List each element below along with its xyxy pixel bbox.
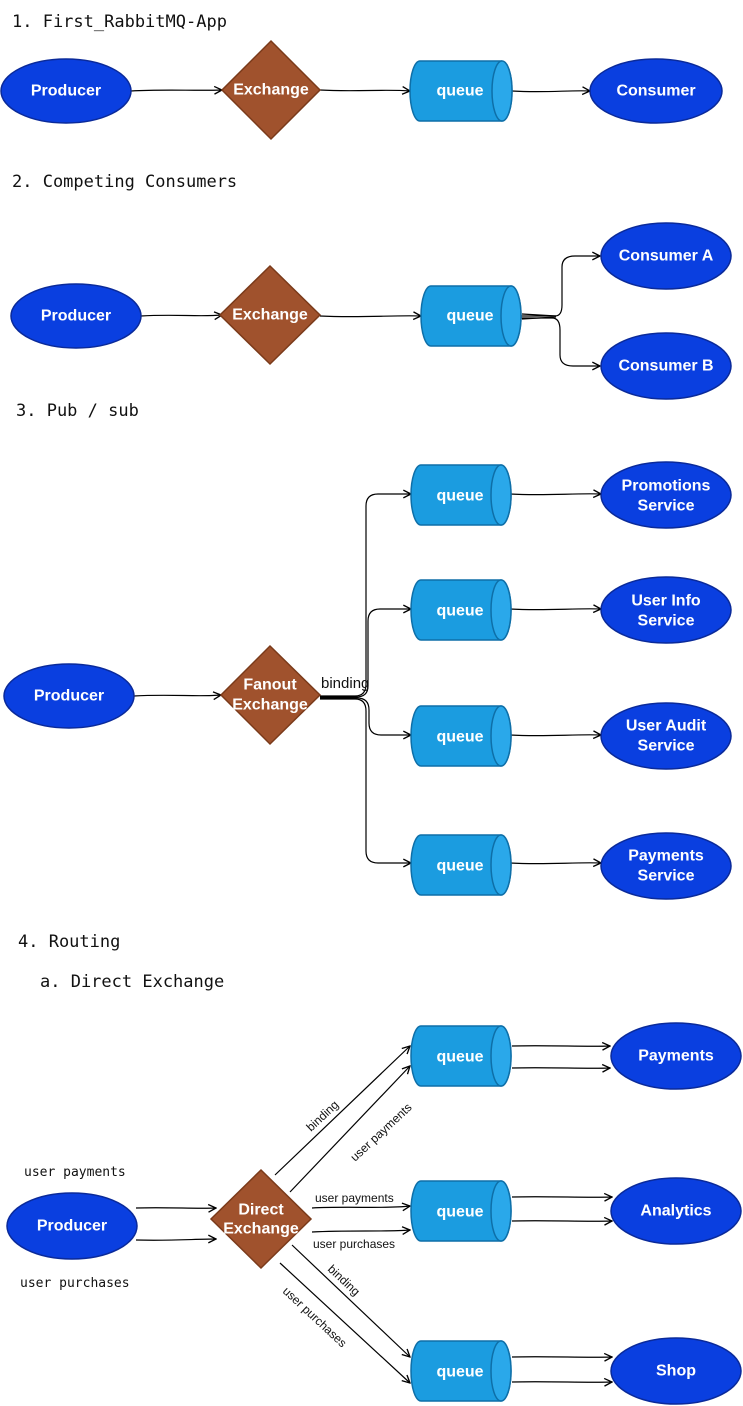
section-title-routing: 4. Routing [18, 932, 120, 952]
queue-label: queue [436, 488, 483, 505]
queue-node: queue [409, 60, 513, 122]
edge-label-user-purchases-analytics: user purchases [313, 1237, 395, 1251]
payments-service-label-line1: Payments [628, 848, 704, 865]
queue-label: queue [436, 729, 483, 746]
edge-label-user-payments-analytics: user payments [315, 1191, 394, 1205]
edges-section-1 [130, 90, 590, 92]
section-title-first-app: 1. First_RabbitMQ-App [12, 12, 227, 32]
binding-label: binding [321, 675, 369, 692]
consumer-a-label: Consumer A [619, 248, 714, 265]
consumer-node: Consumer [589, 58, 723, 124]
queue-node: queue [410, 464, 512, 526]
producer-label: Producer [34, 688, 104, 705]
direct-exchange-label-line1: Direct [238, 1202, 284, 1219]
direct-exchange-label-line2: Exchange [223, 1221, 299, 1238]
edges-section-2 [140, 256, 600, 366]
queue-label: queue [436, 603, 483, 620]
edges-section-3 [133, 494, 601, 864]
edge-label-user-payments-diagonal: user payments [347, 1100, 414, 1164]
queue-node: queue [410, 834, 512, 896]
producer-node: Producer [3, 663, 135, 729]
consumer-label: Consumer [616, 83, 695, 100]
user-info-service-label-line1: User Info [631, 593, 701, 610]
consumer-b-label: Consumer B [618, 358, 713, 375]
queue-label: queue [436, 1049, 483, 1066]
producer-note-user-payments: user payments [24, 1165, 126, 1180]
queue-label: queue [436, 1364, 483, 1381]
promotions-service-label-line1: Promotions [622, 478, 711, 495]
queue-node: queue [410, 579, 512, 641]
fanout-exchange-label-line2: Exchange [232, 697, 308, 714]
section-subtitle-direct-exchange: a. Direct Exchange [40, 972, 224, 992]
queue-label: queue [436, 1204, 483, 1221]
payments-service-label-line2: Service [638, 868, 695, 885]
queue-label: queue [436, 858, 483, 875]
queue-node: queue [410, 705, 512, 767]
queue-label: queue [446, 308, 493, 325]
shop-node: Shop [610, 1337, 742, 1405]
consumer-a-node: Consumer A [600, 222, 732, 290]
analytics-label: Analytics [640, 1203, 711, 1220]
queue-node: queue [420, 285, 522, 347]
exchange-node: Exchange [218, 264, 322, 366]
producer-node: Producer [0, 58, 132, 124]
edge-label-binding-payments: binding [303, 1098, 341, 1135]
direct-exchange-node: Direct Exchange [209, 1168, 313, 1270]
payments-label: Payments [638, 1048, 714, 1065]
producer-node: Producer [6, 1192, 138, 1260]
fanout-exchange-label-line1: Fanout [243, 677, 297, 694]
consumer-b-node: Consumer B [600, 332, 732, 400]
user-audit-service-label-line2: Service [638, 738, 695, 755]
queue-label: queue [436, 83, 483, 100]
user-audit-service-label-line1: User Audit [626, 718, 707, 735]
fanout-exchange-node: Fanout Exchange [219, 644, 322, 746]
exchange-label: Exchange [233, 82, 309, 99]
producer-node: Producer [10, 283, 142, 349]
producer-label: Producer [37, 1218, 107, 1235]
exchange-label: Exchange [232, 307, 308, 324]
edges-section-4 [135, 1046, 612, 1383]
queue-node: queue [410, 1025, 512, 1087]
user-info-service-node: User Info Service [600, 576, 732, 644]
producer-note-user-purchases: user purchases [20, 1276, 130, 1291]
payments-node: Payments [610, 1022, 742, 1090]
queue-node: queue [410, 1180, 512, 1242]
payments-service-node: Payments Service [600, 832, 732, 900]
producer-label: Producer [41, 308, 111, 325]
promotions-service-node: Promotions Service [600, 461, 732, 529]
exchange-node: Exchange [220, 39, 322, 141]
section-title-competing-consumers: 2. Competing Consumers [12, 172, 237, 192]
queue-node: queue [410, 1340, 512, 1402]
edge-label-binding-shop: binding [325, 1262, 363, 1299]
analytics-node: Analytics [610, 1177, 742, 1245]
shop-label: Shop [656, 1363, 696, 1380]
user-audit-service-node: User Audit Service [600, 702, 732, 770]
promotions-service-label-line2: Service [638, 498, 695, 515]
user-info-service-label-line2: Service [638, 613, 695, 630]
section-title-pub-sub: 3. Pub / sub [16, 401, 139, 421]
producer-label: Producer [31, 83, 101, 100]
